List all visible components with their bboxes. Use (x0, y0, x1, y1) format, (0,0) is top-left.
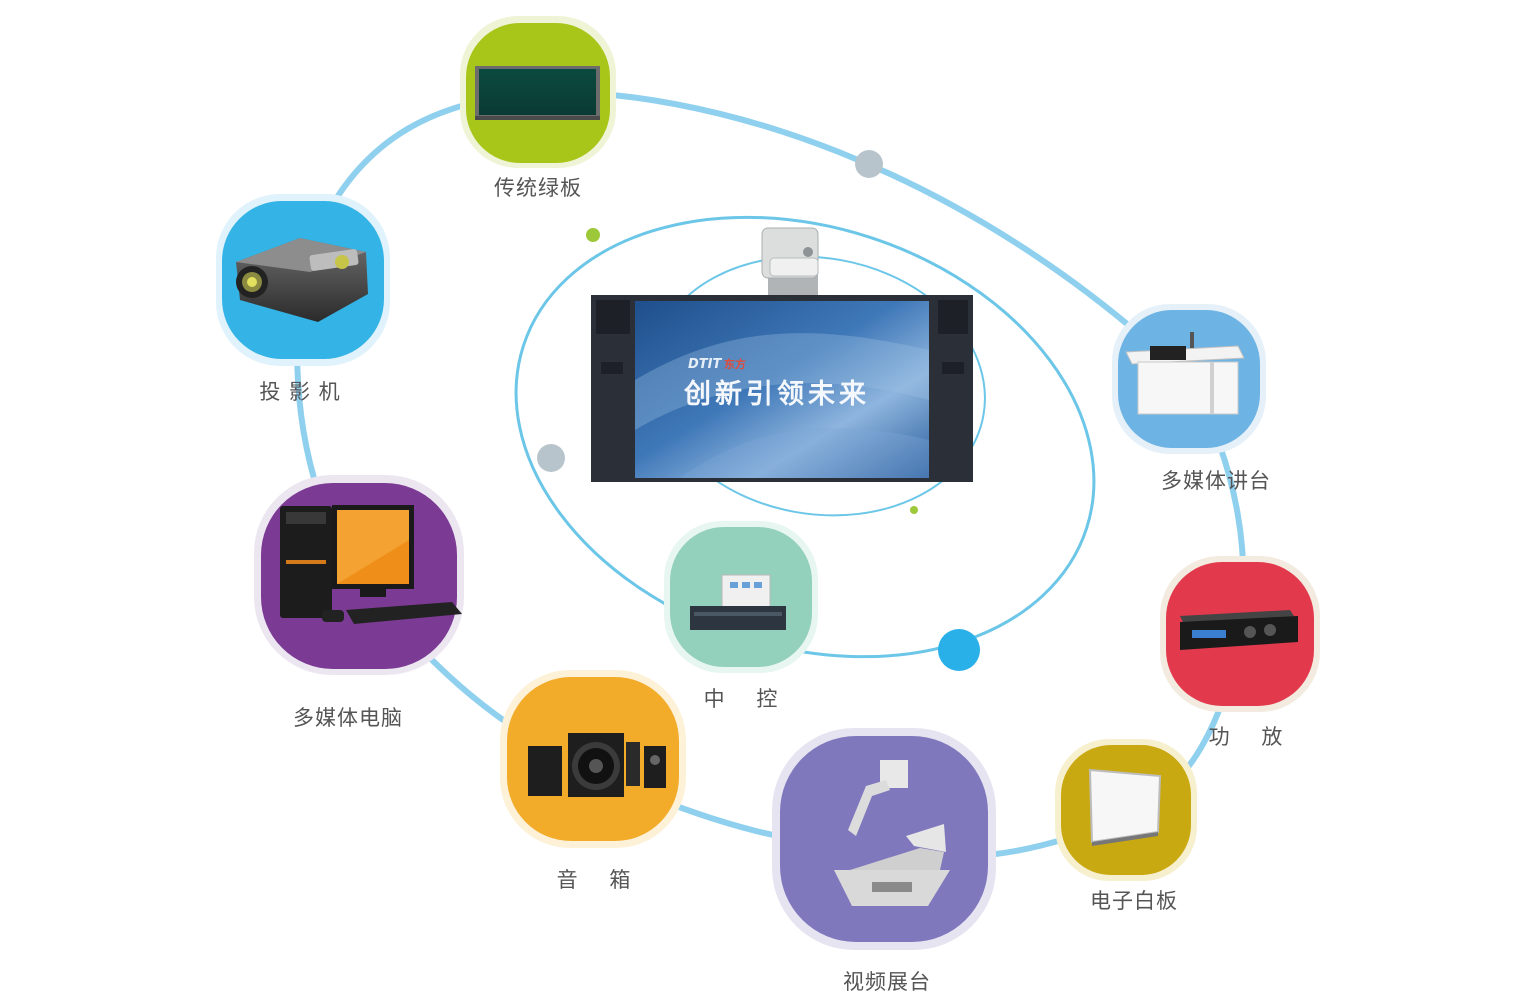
label-projector: 投 影 机 (259, 380, 341, 404)
screen-brand: DTIT (688, 357, 722, 372)
orbit-dot (586, 228, 600, 242)
label-speakers: 音 箱 (556, 868, 632, 892)
amplifier-icon (1180, 610, 1298, 650)
node-projector[interactable] (216, 194, 390, 366)
node-whiteboard[interactable] (1055, 739, 1197, 881)
label-podium: 多媒体讲台 (1161, 469, 1271, 493)
node-speakers[interactable] (500, 670, 686, 848)
orbit-dot (910, 506, 918, 514)
node-controller[interactable] (664, 521, 818, 673)
orbit-dot (855, 150, 883, 178)
node-podium[interactable] (1112, 304, 1266, 454)
orbit-dot (938, 629, 980, 671)
node-amplifier[interactable] (1160, 556, 1320, 712)
label-green-board: 传统绿板 (494, 176, 582, 200)
label-controller: 中 控 (703, 687, 779, 711)
projector-icon (236, 238, 368, 322)
label-computer: 多媒体电脑 (293, 706, 403, 730)
central-controller-icon (690, 574, 786, 630)
node-green-board[interactable] (460, 16, 616, 168)
label-amplifier: 功 放 (1208, 725, 1284, 749)
orbit-dot (537, 444, 565, 472)
desktop-computer-icon (280, 505, 462, 624)
screen-brand-cn: 东方 (724, 357, 746, 371)
podium-icon (1125, 332, 1245, 415)
central-display: DTIT 东方 创新引领未来 (591, 227, 973, 482)
speaker-icon (528, 733, 666, 797)
node-visualizer[interactable] (772, 728, 996, 950)
screen-slogan: 创新引领未来 (683, 378, 870, 410)
node-computer[interactable] (254, 475, 464, 675)
whiteboard-icon (1088, 768, 1162, 846)
label-visualizer: 视频展台 (843, 970, 931, 994)
label-whiteboard: 电子白板 (1090, 889, 1178, 913)
chalkboard-icon (475, 66, 600, 120)
document-camera-icon (834, 760, 950, 906)
